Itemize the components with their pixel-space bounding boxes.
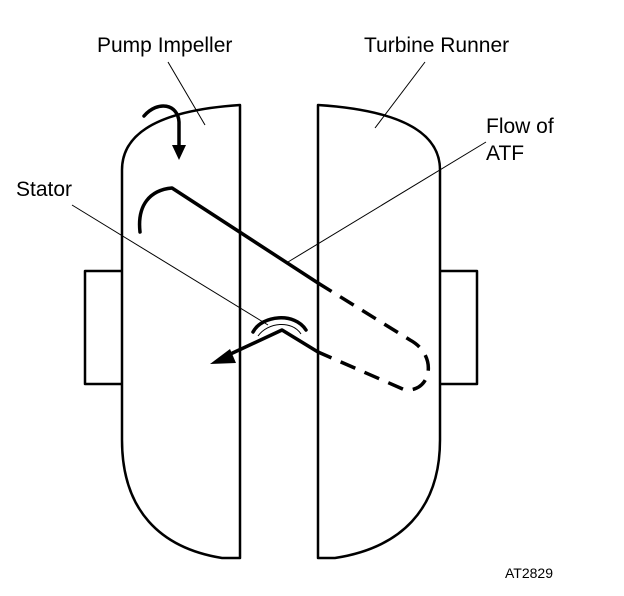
- atf-return-arrowhead-icon: [210, 349, 236, 364]
- turbine-runner-housing: [316, 103, 442, 560]
- atf-flow-line: [137, 186, 320, 285]
- turbine-runner-leader: [374, 61, 426, 129]
- reference-code: AT2829: [505, 565, 553, 581]
- flow-of-label: Flow of: [486, 115, 554, 138]
- pump-impeller-label: Pump Impeller: [97, 34, 232, 57]
- turbine-runner-label: Turbine Runner: [364, 34, 509, 57]
- atf-flow-dashed-line: [317, 281, 430, 392]
- stator-leader: [71, 204, 269, 326]
- right-hub: [433, 269, 479, 386]
- stator-label: Stator: [16, 178, 72, 201]
- left-hub: [83, 269, 129, 386]
- pump-impeller-leader: [167, 61, 206, 126]
- stator-blade-inner-icon: [257, 324, 302, 337]
- pump-impeller-housing: [120, 103, 242, 560]
- flow-of-atf-leader: [287, 141, 487, 263]
- rotation-arrowhead-icon: [172, 145, 186, 160]
- stator-blade-icon: [251, 316, 308, 334]
- rotation-arrow-icon: [142, 104, 181, 152]
- atf-return-line: [222, 328, 320, 359]
- atf-label: ATF: [486, 142, 524, 165]
